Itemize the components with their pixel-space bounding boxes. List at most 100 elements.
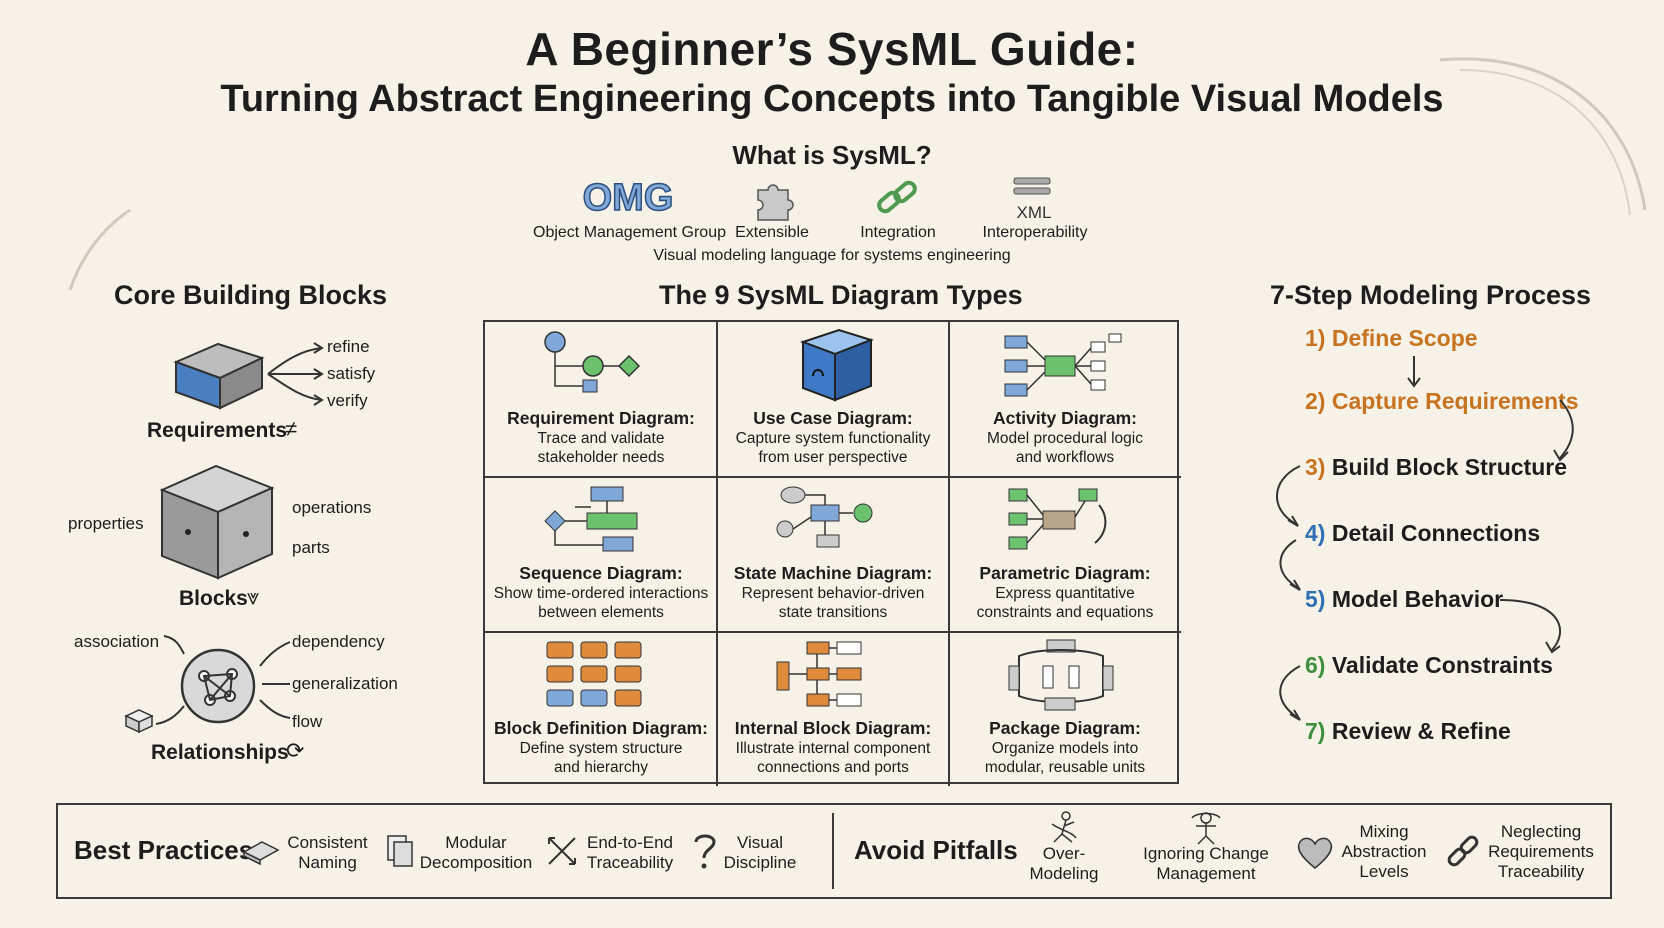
decorative-swoosh-icon (1439, 57, 1647, 216)
requirements-label: Requirements (147, 419, 288, 442)
omg-logo-icon: OMG (582, 176, 674, 220)
step-5: 5) Model Behavior (1305, 586, 1504, 612)
juggling-figure-icon (1191, 812, 1221, 845)
omg-label: Object Management Group (533, 224, 726, 241)
step-2: 2) Capture Requirements (1305, 388, 1579, 414)
requirements-block-icon (173, 342, 265, 410)
chain-link-icon (877, 180, 917, 214)
internal-block-diagram-cell: Internal Block Diagram: Illustrate inter… (717, 632, 949, 787)
interoperability-label: Interoperability (982, 224, 1088, 241)
sysml-description: Visual modeling language for systems eng… (653, 247, 1011, 264)
relation-satisfy: satisfy (327, 364, 376, 383)
state-machine-diagram-cell: State Machine Diagram: Represent behavio… (717, 477, 949, 632)
bottom-bar (56, 803, 1612, 899)
activity-diagram-icon (1004, 333, 1122, 397)
modeling-process-heading: 7-Step Modeling Process (1270, 280, 1592, 310)
requirement-diagram-icon (544, 331, 641, 393)
small-box-icon (124, 709, 154, 734)
cycle-icon: ⟳ (286, 738, 305, 763)
block-definition-diagram-name: Block Definition Diagram: (494, 718, 708, 738)
relationship-generalization: generalization (292, 674, 398, 693)
package-diagram-name: Package Diagram: (989, 718, 1141, 738)
parametric-diagram-cell: Parametric Diagram: Express quantitative… (949, 477, 1181, 632)
activity-diagram-name: Activity Diagram: (993, 408, 1137, 428)
use-case-diagram-name: Use Case Diagram: (753, 408, 913, 428)
question-mark-icon (694, 834, 716, 869)
step-3: 3) Build Block Structure (1305, 454, 1567, 480)
state-machine-icon (776, 486, 873, 548)
not-equal-icon: ≠ (285, 416, 298, 441)
use-case-cube-icon (800, 328, 875, 402)
step-1: 1) Define Scope (1305, 325, 1478, 351)
relationships-network-icon (180, 648, 256, 724)
best-practices-title: Best Practices (74, 835, 254, 865)
requirement-diagram-name: Requirement Diagram: (507, 408, 695, 428)
puzzle-icon (757, 184, 794, 221)
over-modeling-label: Over-Modeling (1029, 844, 1099, 883)
relationship-arrows-icon (155, 635, 291, 725)
avoid-pitfalls-title: Avoid Pitfalls (854, 835, 1018, 865)
package-diagram-icon (1008, 639, 1114, 711)
process-flow-arrows-icon (1276, 356, 1574, 721)
decorative-swoosh-icon (68, 208, 131, 291)
state-machine-diagram-name: State Machine Diagram: (733, 563, 933, 583)
bar-divider (832, 813, 834, 889)
what-is-heading: What is SysML? (732, 140, 932, 170)
blocks-parts: parts (292, 538, 330, 557)
use-case-diagram-cell: Use Case Diagram: Capture system functio… (717, 322, 949, 477)
crossed-arrows-icon (548, 837, 576, 865)
relation-verify: verify (327, 391, 368, 410)
relationship-association: association (74, 632, 160, 651)
integration-label: Integration (860, 224, 936, 241)
core-building-blocks-heading: Core Building Blocks (114, 280, 388, 310)
internal-block-diagram-name: Internal Block Diagram: (734, 718, 932, 738)
extensible-label: Extensible (735, 224, 809, 241)
step-6: 6) Validate Constraints (1305, 652, 1553, 678)
requirement-arrows-icon (267, 342, 324, 406)
step-7: 7) Review & Refine (1305, 718, 1511, 744)
activity-diagram-cell: Activity Diagram: Model procedural logic… (949, 322, 1181, 477)
xml-icon: XML (1013, 177, 1052, 222)
tangled-figure-icon (1051, 811, 1077, 843)
block-definition-icon (546, 641, 642, 707)
relationship-dependency: dependency (292, 632, 385, 651)
page-title: A Beginner’s SysML Guide: (525, 23, 1139, 75)
blocks-cube-icon (159, 464, 275, 580)
omg-logo-text: OMG (583, 177, 674, 219)
block-definition-diagram-cell: Block Definition Diagram: Define system … (485, 632, 717, 787)
sequence-diagram-cell: Sequence Diagram: Show time-ordered inte… (485, 477, 717, 632)
parametric-diagram-name: Parametric Diagram: (979, 563, 1151, 583)
blocks-properties: properties (68, 514, 144, 533)
eraser-icon (242, 841, 280, 866)
parametric-diagram-icon (1008, 488, 1107, 550)
chevrons-icon: ⩔ (247, 584, 260, 609)
diagram-types-heading: The 9 SysML Diagram Types (659, 280, 1023, 310)
relation-refine: refine (327, 337, 370, 356)
page-subtitle: Turning Abstract Engineering Concepts in… (220, 78, 1444, 120)
broken-chain-icon (1447, 835, 1479, 867)
relationship-flow: flow (292, 712, 323, 731)
xml-text: XML (1017, 203, 1052, 222)
blocks-label: Blocks (179, 587, 248, 610)
blocks-operations: operations (292, 498, 372, 517)
internal-block-icon (776, 641, 862, 707)
step-4: 4) Detail Connections (1305, 520, 1541, 546)
